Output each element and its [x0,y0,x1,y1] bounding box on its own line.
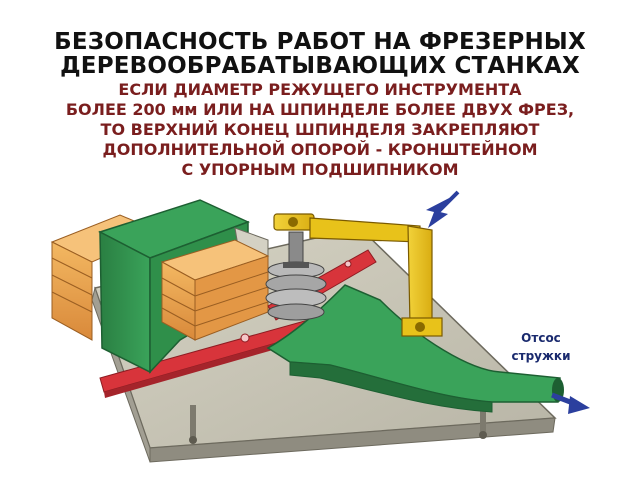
rule-text: ЕСЛИ ДИАМЕТР РЕЖУЩЕГО ИНСТРУМЕНТА БОЛЕЕ … [0,80,640,180]
rule-line-1: ЕСЛИ ДИАМЕТР РЕЖУЩЕГО ИНСТРУМЕНТА [118,80,522,99]
title-line-2: ДЕРЕВООБРАБАТЫВАЮЩИХ СТАНКАХ [60,53,580,79]
arrow-bracket-icon [426,190,460,228]
rule-line-3: ТО ВЕРХНИЙ КОНЕЦ ШПИНДЕЛЯ ЗАКРЕПЛЯЮТ [100,120,540,139]
spindle-cutters [265,231,327,321]
chip-suction-label: Отсос стружки [496,329,586,365]
poster-title: БЕЗОПАСНОСТЬ РАБОТ НА ФРЕЗЕРНЫХ ДЕРЕВООБ… [0,30,640,78]
chip-suction-label-line-1: Отсос [521,331,561,345]
arrow-suction-icon [551,392,590,414]
title-line-1: БЕЗОПАСНОСТЬ РАБОТ НА ФРЕЗЕРНЫХ [54,29,586,55]
rule-line-2: БОЛЕЕ 200 мм ИЛИ НА ШПИНДЕЛЕ БОЛЕЕ ДВУХ … [65,100,575,119]
milling-machine-illustration [50,190,590,463]
rule-line-5: С УПОРНЫМ ПОДШИПНИКОМ [181,160,459,179]
chip-suction-label-line-2: стружки [511,349,571,363]
green-chip-chute [266,284,564,413]
rule-line-4: ДОПОЛНИТЕЛЬНОЙ ОПОРОЙ - КРОНШТЕЙНОМ [102,140,538,159]
yellow-bracket [273,213,443,337]
wood-boards [160,239,270,341]
